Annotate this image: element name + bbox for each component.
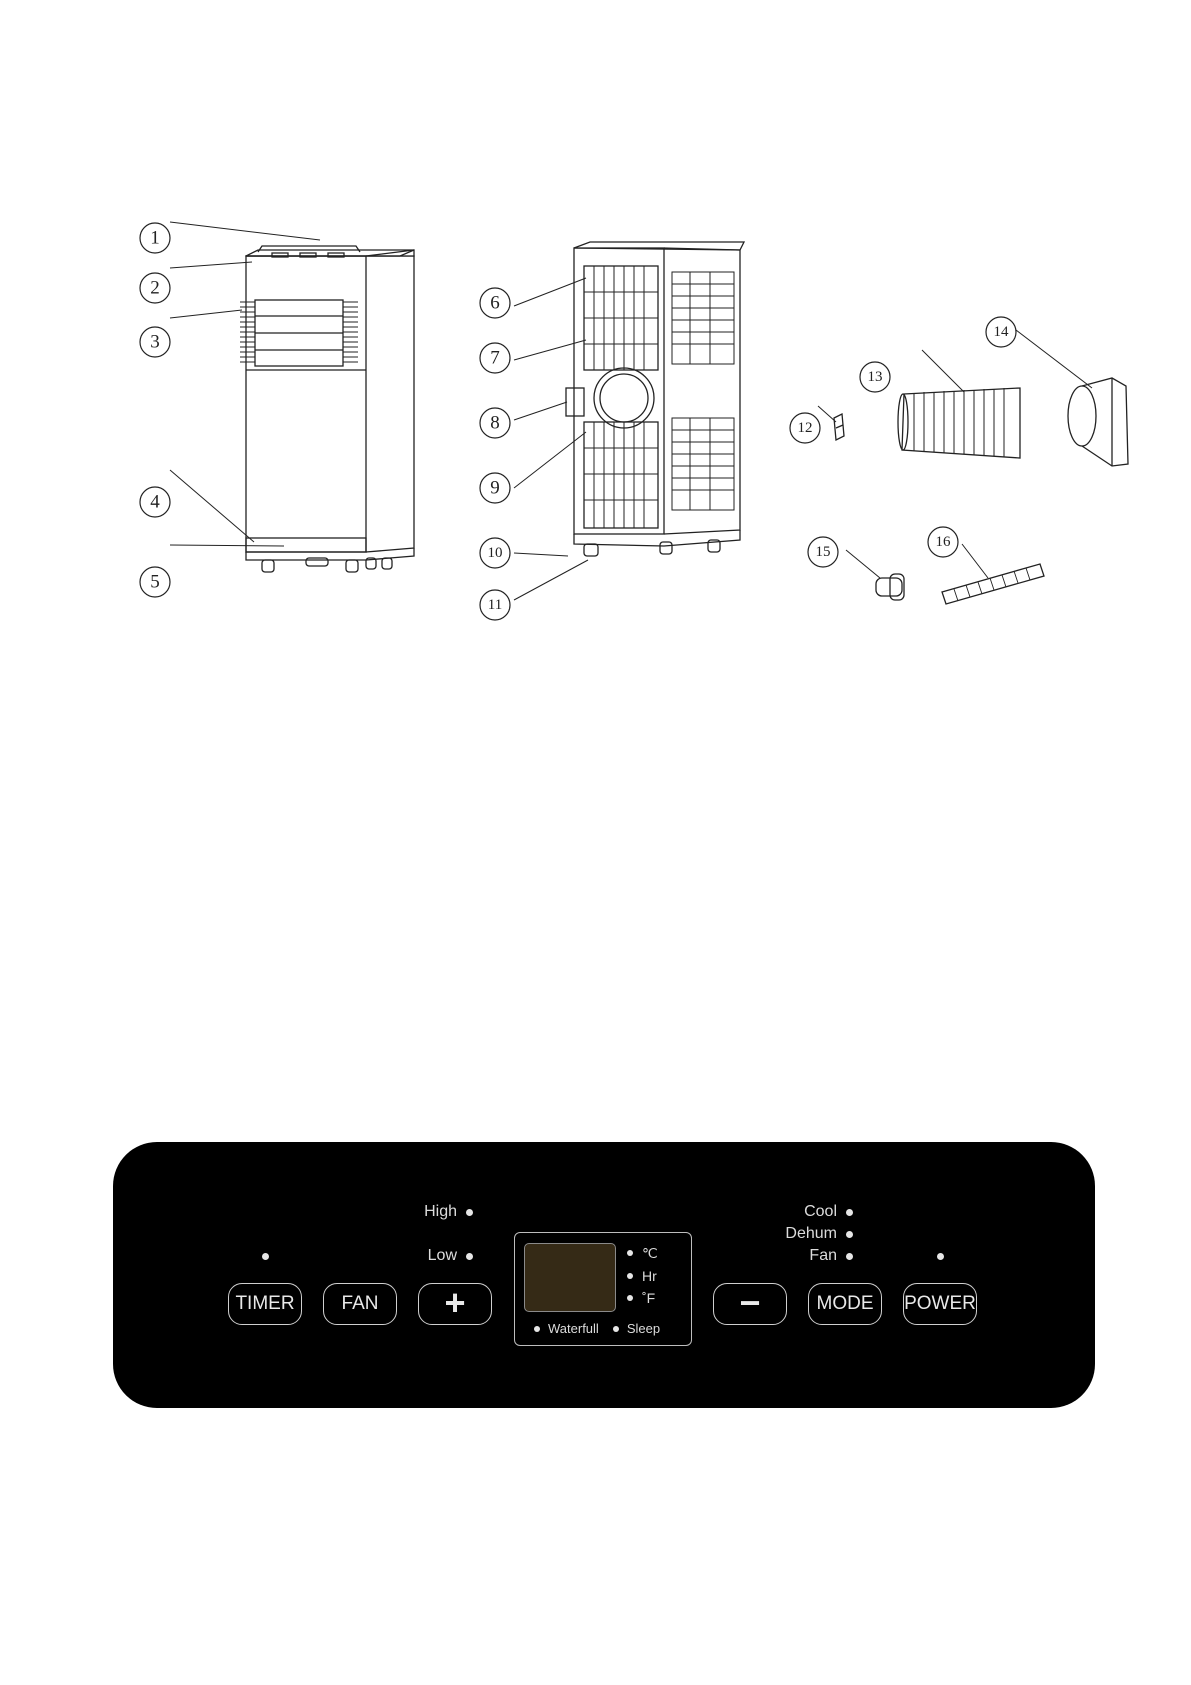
hours-indicator: Hr [627,1267,657,1285]
callout-5: 5 [150,572,160,593]
callout-3: 3 [150,332,160,353]
front-unit-drawing [240,246,414,572]
fan-button[interactable]: FAN [323,1283,397,1325]
control-panel: High Low TIMER FAN + ℃ Hr ˚F Waterfull [113,1142,1095,1408]
accessory-12-drawing [834,414,844,440]
mode-button-label: MODE [817,1293,874,1315]
fan-button-label: FAN [342,1293,379,1315]
mode-dehum-label: Dehum [785,1224,837,1244]
callout-6: 6 [490,293,500,314]
timer-button[interactable]: TIMER [228,1283,302,1325]
display-window: ℃ Hr ˚F Waterfull Sleep [514,1232,692,1346]
accessory-14-window-adapter-drawing [1068,378,1128,466]
waterfull-label: Waterfull [548,1321,599,1336]
callout-1: 1 [150,228,160,249]
mode-cool-label: Cool [804,1202,837,1222]
fan-low-led [466,1253,473,1260]
mode-button[interactable]: MODE [808,1283,882,1325]
lcd-screen [524,1243,616,1312]
accessory-16-drain-hose-drawing [942,564,1044,604]
callout-12: 12 [798,420,813,436]
mode-dehum-led [846,1231,853,1238]
callout-7: 7 [490,348,500,369]
power-button[interactable]: POWER [903,1283,977,1325]
fan-low-indicator: Low [293,1246,473,1266]
mode-cool-indicator: Cool [713,1202,853,1222]
callout-15: 15 [816,544,831,560]
callout-4: 4 [150,492,160,513]
fan-high-led [466,1209,473,1216]
celsius-label: ℃ [642,1245,658,1262]
plus-icon: + [444,1285,465,1321]
fan-high-indicator: High [293,1202,473,1222]
fan-low-label: Low [428,1246,457,1266]
plus-button[interactable]: + [418,1283,492,1325]
minus-button[interactable]: − [713,1283,787,1325]
sleep-led [613,1326,619,1332]
callout-8: 8 [490,413,500,434]
accessory-15-drain-connector-drawing [876,574,904,600]
callout-13: 13 [868,369,883,385]
power-button-label: POWER [904,1293,976,1315]
callout-9: 9 [490,478,500,499]
hours-led [627,1273,633,1279]
mode-fan-indicator: Fan [713,1246,853,1266]
power-led [937,1253,944,1260]
accessory-13-hose-drawing [898,388,1020,458]
parts-diagram: 1 2 3 4 5 6 7 8 9 10 11 12 13 14 15 16 [0,180,1191,650]
mode-cool-led [846,1209,853,1216]
celsius-led [627,1250,633,1256]
sleep-label: Sleep [627,1321,660,1336]
timer-button-label: TIMER [235,1293,294,1315]
callout-10: 10 [488,545,503,561]
fahrenheit-led [627,1295,633,1301]
mode-fan-led [846,1253,853,1260]
mode-fan-label: Fan [809,1246,837,1266]
fahrenheit-indicator: ˚F [627,1289,655,1307]
minus-icon: − [739,1285,760,1321]
rear-unit-drawing [566,242,744,556]
callout-11: 11 [488,597,502,613]
celsius-indicator: ℃ [627,1244,658,1262]
callout-14: 14 [994,324,1010,340]
hours-label: Hr [642,1268,657,1284]
callout-2: 2 [150,278,160,299]
mode-dehum-indicator: Dehum [713,1224,853,1244]
timer-led [262,1253,269,1260]
callout-16: 16 [936,534,952,550]
waterfull-led [534,1326,540,1332]
fahrenheit-label: ˚F [642,1290,655,1306]
status-indicators: Waterfull Sleep [534,1321,660,1336]
fan-high-label: High [424,1202,457,1222]
